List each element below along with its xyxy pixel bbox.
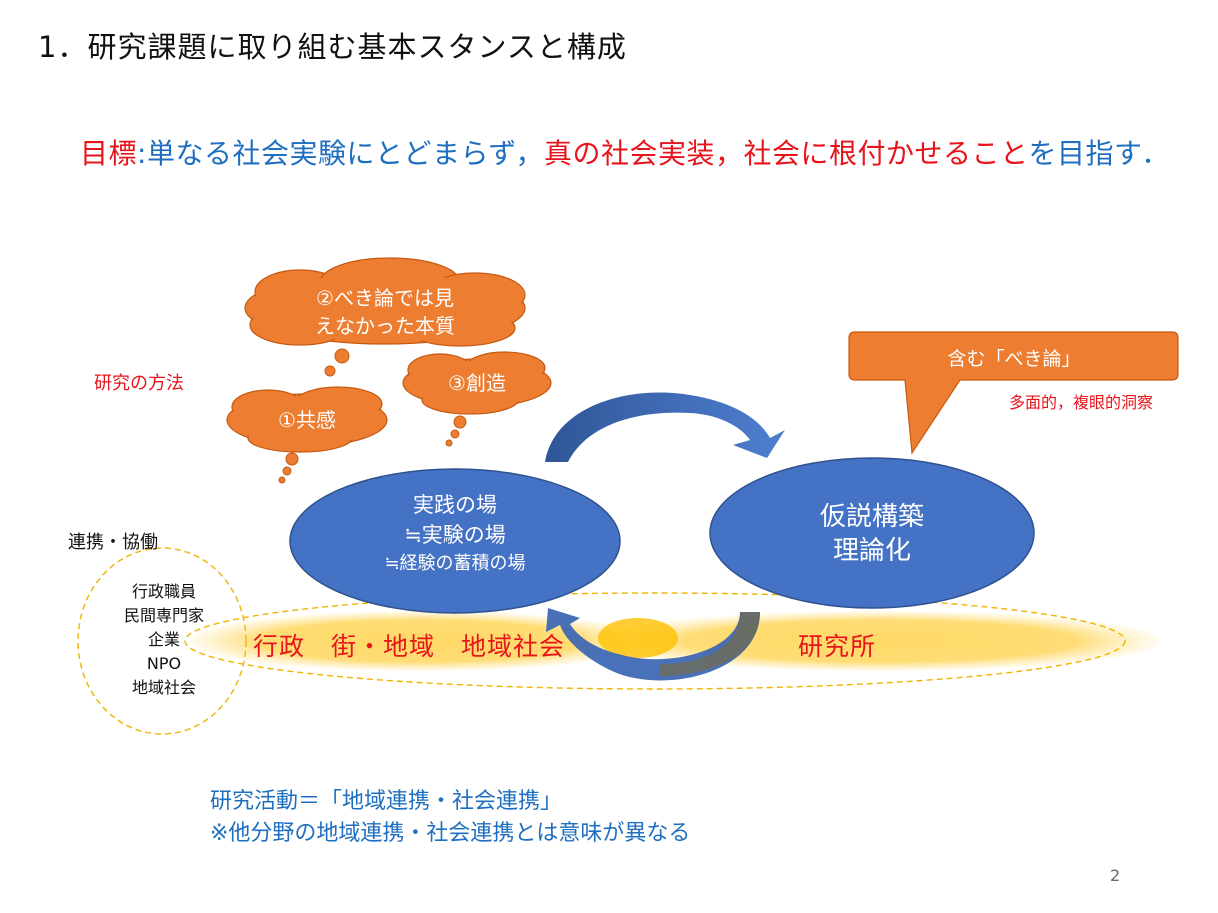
thought-trail-3a: [453, 415, 467, 429]
band-right-label: 研究所: [798, 632, 877, 661]
slide-title: 1．研究課題に取り組む基本スタンスと構成: [38, 30, 627, 64]
thought-1-text: ①共感: [278, 408, 336, 432]
thought-trail-2a: [334, 348, 350, 364]
actor-item: 地域社会: [131, 678, 196, 697]
thought-trail-1c: [278, 476, 286, 484]
actors-list: 行政職員 民間専門家 企業 NPO 地域社会: [110, 580, 218, 700]
practice-line-1: 実践の場: [413, 493, 497, 517]
goal-part-2: 真の社会実装，社会に根付かせること: [544, 137, 1029, 170]
theory-ellipse: [709, 457, 1035, 609]
callout-text: 含む「べき論」: [947, 348, 1081, 370]
activity-line-1: 研究活動＝「地域連携・社会連携」: [210, 789, 563, 814]
band-left-label: 行政 街・地域 地域社会: [253, 632, 566, 661]
arrow-theory-to-practice-shadow: [660, 612, 760, 676]
collab-label: 連携・協働: [68, 532, 158, 553]
goal-separator: :: [137, 137, 147, 170]
field-band-left: [190, 611, 650, 671]
thought-trail-3c: [445, 439, 453, 447]
actors-outline: [77, 547, 247, 735]
research-activity: 研究活動＝「地域連携・社会連携」 ※他分野の地域連携・社会連携とは意味が異なる: [210, 786, 690, 850]
callout-subtext: 多面的，複眼的洞察: [1009, 393, 1154, 412]
goal-part-1: 単なる社会実験にとどまらず，: [146, 137, 544, 170]
field-band-overlap: [598, 618, 678, 658]
thought-trail-3b: [450, 429, 460, 439]
practice-text: 実践の場 ≒実験の場 ≒経験の蓄積の場: [330, 490, 580, 578]
theory-text: 仮説構築 理論化: [772, 500, 972, 568]
activity-line-2: ※他分野の地域連携・社会連携とは意味が異なる: [210, 821, 691, 846]
thought-cloud-3-fill: [405, 361, 549, 405]
thought-cloud-2-fill: [247, 274, 523, 342]
practice-line-2: ≒実験の場: [404, 523, 506, 547]
actor-item: 企業: [147, 630, 180, 649]
goal-label: 目標: [80, 137, 138, 170]
thought-3-text: ③創造: [448, 371, 506, 395]
method-label: 研究の方法: [94, 373, 184, 394]
actor-item: 民間専門家: [123, 606, 204, 625]
practice-ellipse: [289, 468, 621, 614]
arrow-practice-to-theory: [545, 392, 785, 462]
actor-item: NPO: [146, 654, 182, 673]
thought-2-text: ②べき論では見 えなかった本質: [275, 284, 495, 340]
practice-line-3: ≒経験の蓄積の場: [384, 553, 526, 574]
goal-statement: 目標:単なる社会実験にとどまらず，真の社会実装，社会に根付かせることを目指す．: [80, 132, 1170, 172]
thought-trail-1a: [285, 452, 299, 466]
thought-2-line-1: ②べき論では見: [316, 286, 454, 310]
callout-box: [848, 331, 1179, 455]
thought-trail-2b: [324, 365, 336, 377]
thought-cloud-1-fill: [229, 396, 385, 444]
thought-2-line-2: えなかった本質: [315, 314, 455, 338]
theory-line-2: 理論化: [832, 536, 911, 566]
thought-trail-1b: [282, 466, 292, 476]
goal-part-3: を目指す．: [1028, 137, 1170, 170]
actor-item: 行政職員: [131, 582, 196, 601]
theory-line-1: 仮説構築: [819, 502, 924, 532]
field-band-outline: [184, 592, 1126, 690]
page-number: 2: [1110, 866, 1121, 885]
